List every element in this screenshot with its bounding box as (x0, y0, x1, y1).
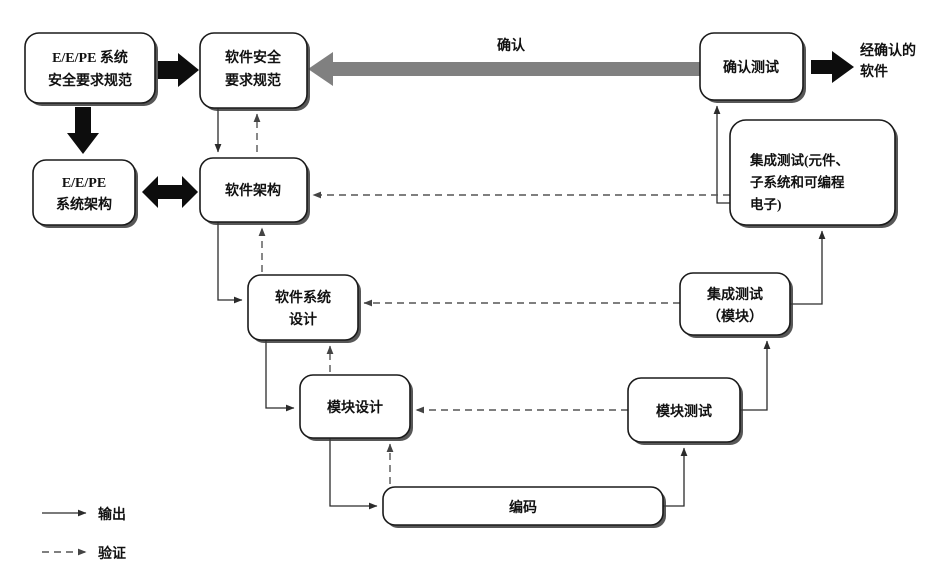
thick-arrow-eepe-to-ssr (158, 53, 199, 87)
node-integration-test-module[interactable]: 集成测试 （模块） (679, 272, 793, 338)
node-body (299, 374, 411, 439)
node-body (627, 377, 741, 443)
node-label-line: E/E/PE (62, 176, 106, 191)
node-label-line: 要求规范 (225, 72, 281, 89)
node-body (729, 119, 896, 226)
node-label-line: 集成测试 (706, 286, 763, 303)
flow-coding-to-mt (663, 447, 688, 507)
node-body (247, 274, 359, 341)
flow-itc-to-vt (713, 105, 730, 204)
node-label-line: 设计 (289, 311, 317, 328)
node-software-arch[interactable]: 软件架构 (199, 157, 310, 225)
node-label-line: 电子) (750, 196, 782, 212)
output-flow-lines (214, 105, 826, 510)
node-label-line: （模块） (707, 308, 763, 325)
node-body (199, 157, 308, 223)
node-label-line: 模块设计 (327, 399, 383, 416)
node-label-line: E/E/PE 系统 (52, 49, 128, 66)
flow-md-to-coding (329, 438, 378, 510)
node-module-test[interactable]: 模块测试 (627, 377, 743, 445)
thick-arrow-vt-to-validated (811, 51, 854, 83)
thick-arrow-bidirectional-arch (142, 176, 198, 208)
verification-flow-lines (253, 113, 730, 484)
node-label-line: 集成测试(元件、 (749, 152, 849, 168)
node-label-line: 系统架构 (56, 196, 112, 213)
legend-verification-label: 验证 (98, 545, 126, 562)
node-body (679, 272, 791, 336)
node-label-line: 确认测试 (723, 59, 779, 76)
flow-sa-to-ssd (217, 222, 243, 304)
validated-software-label-line1: 经确认的 (860, 42, 916, 59)
flow-mt-to-itm (740, 340, 771, 411)
node-body (382, 486, 664, 526)
thick-arrow-eepe-to-arch (67, 107, 99, 154)
node-validation-test[interactable]: 确认测试 (699, 32, 806, 103)
node-module-design[interactable]: 模块设计 (299, 374, 413, 441)
validated-software-label-line2: 软件 (860, 63, 888, 80)
node-label-line: 软件安全 (225, 49, 282, 66)
gray-arrow-validation (308, 52, 700, 86)
node-label-line: 软件系统 (275, 289, 331, 306)
node-software-safety-req[interactable]: 软件安全 要求规范 (199, 32, 310, 111)
node-eepe-system-arch[interactable]: E/E/PE 系统架构 (32, 159, 138, 228)
node-body (32, 159, 136, 226)
flow-itm-to-itc (790, 230, 826, 305)
node-body (24, 32, 156, 104)
node-integration-test-components[interactable]: 集成测试(元件、 子系统和可编程 电子) (729, 119, 898, 228)
validation-arrow-label: 确认 (497, 37, 526, 54)
legend-output-label: 输出 (98, 506, 126, 523)
node-body (199, 32, 308, 109)
node-label-line: 软件架构 (225, 182, 281, 199)
node-software-system-design[interactable]: 软件系统 设计 (247, 274, 361, 343)
flow-ssd-to-md (265, 340, 295, 412)
node-label-line: 模块测试 (656, 403, 712, 420)
node-eepe-safety-req[interactable]: E/E/PE 系统 安全要求规范 (24, 32, 158, 106)
node-label-line: 子系统和可编程 (750, 174, 845, 190)
node-label-line: 安全要求规范 (48, 72, 132, 89)
node-body (699, 32, 804, 101)
legend (42, 509, 87, 556)
node-label-line: 编码 (509, 499, 537, 516)
node-coding[interactable]: 编码 (382, 486, 666, 528)
